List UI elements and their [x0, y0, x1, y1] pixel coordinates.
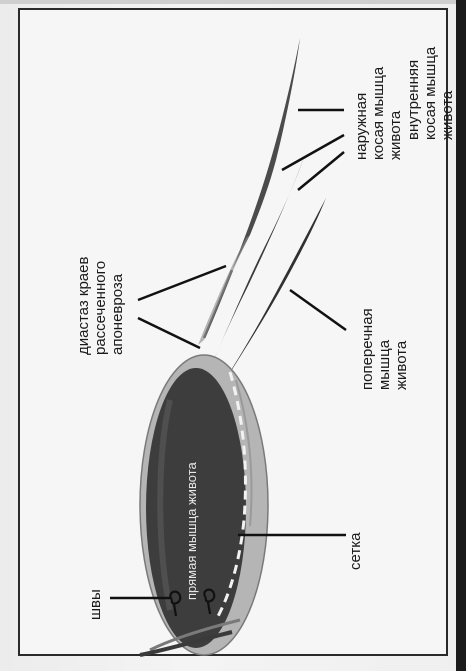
label-internal-oblique: внутренняя косая мышца живота	[405, 43, 456, 140]
leader-internal-oblique-1	[282, 135, 344, 170]
label-sutures: швы	[87, 589, 104, 620]
leader-transverse	[290, 290, 346, 330]
internal-oblique-muscle	[214, 155, 305, 360]
label-rectus: прямая мышца живота	[184, 462, 199, 600]
label-mesh: сетка	[347, 532, 364, 570]
label-diastasis: диастаз краев рассеченного апоневроза	[75, 252, 126, 355]
aponeurosis-sheet	[198, 235, 250, 345]
leader-diastasis-2	[138, 318, 200, 348]
label-external-oblique: наружная косая мышца живота	[353, 63, 404, 160]
leader-diastasis-1	[138, 266, 226, 300]
external-oblique-muscle	[232, 38, 300, 270]
label-transverse: поперечная мышца живота	[359, 304, 410, 390]
